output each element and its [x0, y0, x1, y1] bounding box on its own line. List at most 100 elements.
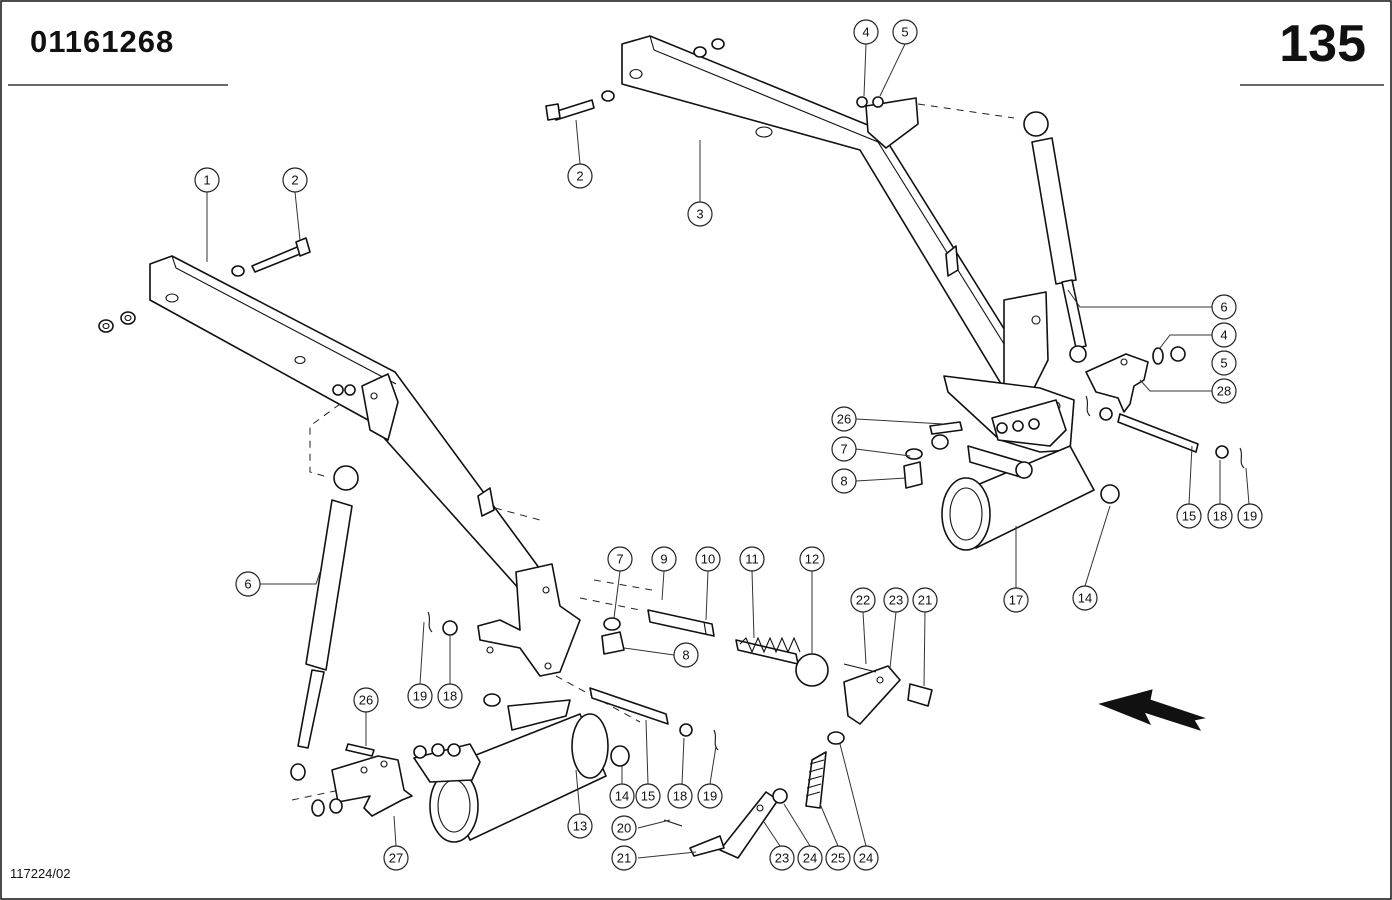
callout-24-a: 24 — [797, 845, 823, 871]
left-lower-bracket — [311, 743, 413, 817]
callout-4-top: 4 — [853, 19, 879, 45]
right-upper-bracket — [1085, 346, 1245, 469]
page-number: 135 — [1279, 15, 1366, 73]
callout-2: 2 — [282, 167, 308, 193]
callout-23-bottom: 23 — [769, 845, 795, 871]
svg-text:14: 14 — [1078, 591, 1092, 606]
svg-text:28: 28 — [1217, 384, 1231, 399]
callout-8-left: 8 — [673, 642, 699, 668]
svg-text:19: 19 — [703, 789, 717, 804]
svg-text:18: 18 — [443, 689, 457, 704]
callout-21-bottom: 21 — [611, 845, 637, 871]
left-pins-and-springs — [427, 579, 829, 751]
callout-8-right: 8 — [831, 468, 857, 494]
svg-text:5: 5 — [1220, 356, 1227, 371]
callout-11: 11 — [739, 546, 765, 572]
direction-arrow-icon — [1098, 689, 1206, 731]
svg-text:9: 9 — [660, 552, 667, 567]
right-frame-arm — [621, 35, 1075, 453]
callout-3: 3 — [687, 201, 713, 227]
callout-27: 27 — [383, 845, 409, 871]
svg-text:21: 21 — [918, 593, 932, 608]
svg-text:15: 15 — [1182, 509, 1196, 524]
callout-10: 10 — [695, 546, 721, 572]
svg-text:17: 17 — [1009, 593, 1023, 608]
right-pivot-tube — [903, 399, 1120, 551]
callout-12: 12 — [799, 546, 825, 572]
callout-17: 17 — [1003, 587, 1029, 613]
svg-text:2: 2 — [576, 169, 583, 184]
svg-text:8: 8 — [682, 648, 689, 663]
svg-text:6: 6 — [1220, 300, 1227, 315]
callout-15-right: 15 — [1176, 503, 1202, 529]
svg-text:24: 24 — [803, 851, 817, 866]
callout-28: 28 — [1211, 378, 1237, 404]
document-number: 01161268 — [30, 24, 175, 59]
left-pivot-tube — [413, 693, 630, 843]
callout-1: 1 — [194, 167, 220, 193]
svg-text:25: 25 — [831, 851, 845, 866]
callout-5-top: 5 — [892, 19, 918, 45]
svg-text:20: 20 — [617, 821, 631, 836]
svg-text:5: 5 — [901, 25, 908, 40]
svg-text:21: 21 — [617, 851, 631, 866]
svg-text:11: 11 — [745, 552, 759, 567]
callout-25: 25 — [825, 845, 851, 871]
callout-19-right: 19 — [1237, 503, 1263, 529]
callout-4-right: 4 — [1211, 322, 1237, 348]
lower-linkage — [663, 663, 933, 859]
callout-18-right: 18 — [1207, 503, 1233, 529]
callout-23-top: 23 — [883, 587, 909, 613]
svg-text:26: 26 — [837, 412, 851, 427]
svg-text:18: 18 — [673, 789, 687, 804]
svg-text:23: 23 — [889, 593, 903, 608]
svg-text:13: 13 — [573, 819, 587, 834]
svg-text:19: 19 — [413, 689, 427, 704]
svg-text:18: 18 — [1213, 509, 1227, 524]
callout-6-left: 6 — [235, 571, 261, 597]
left-gas-strut — [290, 403, 359, 801]
callout-15-left: 15 — [635, 783, 661, 809]
callout-20: 20 — [611, 815, 637, 841]
svg-text:2: 2 — [291, 173, 298, 188]
svg-text:24: 24 — [859, 851, 873, 866]
callout-24-b: 24 — [853, 845, 879, 871]
right-frame-fasteners — [545, 38, 884, 121]
callout-7-left: 7 — [607, 546, 633, 572]
svg-text:4: 4 — [1220, 328, 1227, 343]
callout-5-right: 5 — [1211, 350, 1237, 376]
svg-text:8: 8 — [840, 474, 847, 489]
callout-14-left: 14 — [609, 783, 635, 809]
right-gas-strut — [917, 103, 1087, 363]
svg-text:6: 6 — [244, 577, 251, 592]
svg-text:14: 14 — [615, 789, 629, 804]
callout-26-right: 26 — [831, 406, 857, 432]
svg-text:26: 26 — [359, 693, 373, 708]
callout-18-left: 18 — [437, 683, 463, 709]
callout-7-right: 7 — [831, 436, 857, 462]
svg-text:4: 4 — [862, 25, 869, 40]
callout-2-top: 2 — [567, 163, 593, 189]
callout-18-bottom: 18 — [667, 783, 693, 809]
svg-text:23: 23 — [775, 851, 789, 866]
callout-13: 13 — [567, 813, 593, 839]
drawing-reference: 117224/02 — [10, 866, 71, 881]
callout-21-top: 21 — [912, 587, 938, 613]
left-frame-arm — [149, 255, 641, 723]
callout-6-right: 6 — [1211, 294, 1237, 320]
svg-text:10: 10 — [701, 552, 715, 567]
svg-text:27: 27 — [389, 851, 403, 866]
callout-19-bottom: 19 — [697, 783, 723, 809]
callout-26-left: 26 — [353, 687, 379, 713]
svg-text:19: 19 — [1243, 509, 1257, 524]
svg-text:7: 7 — [616, 552, 623, 567]
callout-9: 9 — [651, 546, 677, 572]
left-frame-fasteners — [98, 237, 356, 396]
callout-14-right: 14 — [1072, 585, 1098, 611]
svg-text:22: 22 — [856, 593, 870, 608]
svg-text:1: 1 — [203, 173, 210, 188]
callout-19-left: 19 — [407, 683, 433, 709]
